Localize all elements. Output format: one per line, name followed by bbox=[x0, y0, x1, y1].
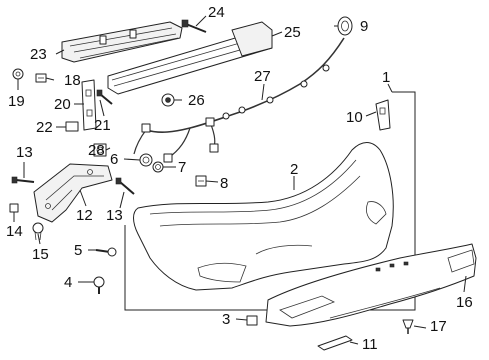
callout-4: 4 bbox=[64, 274, 72, 291]
part-13-screw-b bbox=[115, 177, 135, 195]
part-2-bumper-fascia bbox=[133, 142, 394, 291]
part-4-rivet bbox=[93, 276, 105, 294]
part-13-screw-a bbox=[11, 176, 35, 184]
callout-26: 26 bbox=[188, 92, 205, 109]
part-19-nut bbox=[12, 68, 24, 80]
callout-16: 16 bbox=[456, 294, 473, 311]
part-17-screw bbox=[402, 319, 414, 334]
part-22-clip bbox=[65, 121, 79, 132]
callout-14: 14 bbox=[6, 223, 23, 240]
callout-27: 27 bbox=[254, 68, 271, 85]
part-15-push-pin bbox=[32, 222, 44, 241]
callout-labels: 1 2 3 4 5 6 7 8 9 10 11 12 13 13 14 15 1… bbox=[6, 4, 473, 353]
part-27-harness bbox=[133, 37, 345, 163]
callout-22: 22 bbox=[36, 119, 53, 136]
part-12-bracket bbox=[33, 163, 113, 223]
part-24-bolt bbox=[181, 19, 207, 33]
assembly-bracket bbox=[124, 91, 416, 311]
callout-24: 24 bbox=[208, 4, 225, 21]
callout-25: 25 bbox=[284, 24, 301, 41]
part-28-sensor bbox=[93, 143, 107, 157]
callout-7: 7 bbox=[178, 159, 186, 176]
callout-1: 1 bbox=[382, 69, 390, 86]
callout-10: 10 bbox=[346, 109, 363, 126]
callout-8: 8 bbox=[220, 175, 228, 192]
callout-21: 21 bbox=[94, 117, 111, 134]
part-20-bracket bbox=[81, 79, 97, 131]
callout-13b: 13 bbox=[106, 207, 123, 224]
part-3-clip bbox=[246, 315, 258, 326]
callout-6: 6 bbox=[110, 151, 118, 168]
callout-17: 17 bbox=[430, 318, 447, 335]
callout-2: 2 bbox=[290, 161, 298, 178]
part-5-screw bbox=[95, 247, 117, 257]
callout-19: 19 bbox=[8, 93, 25, 110]
part-16-valance bbox=[265, 243, 477, 327]
part-18-clip bbox=[35, 73, 47, 83]
part-10-bracket bbox=[375, 99, 391, 131]
part-21-bolt bbox=[96, 89, 113, 105]
part-14-clip bbox=[9, 203, 19, 213]
callout-18: 18 bbox=[64, 72, 81, 89]
leader-lines bbox=[13, 15, 467, 345]
callout-12: 12 bbox=[76, 207, 93, 224]
callout-13a: 13 bbox=[16, 144, 33, 161]
part-11-reflector bbox=[317, 335, 353, 351]
callout-15: 15 bbox=[32, 246, 49, 263]
callout-9: 9 bbox=[360, 18, 368, 35]
callout-3: 3 bbox=[222, 311, 230, 328]
callout-20: 20 bbox=[54, 96, 71, 113]
callout-28: 28 bbox=[88, 142, 105, 159]
part-8-retainer bbox=[195, 175, 207, 187]
callout-23: 23 bbox=[30, 46, 47, 63]
callout-5: 5 bbox=[74, 242, 82, 259]
part-26-clip bbox=[161, 93, 175, 107]
part-6-sensor bbox=[139, 153, 153, 167]
part-23-bracket bbox=[61, 21, 183, 63]
part-25-impact-bar bbox=[107, 21, 273, 95]
part-9-grommet bbox=[337, 16, 353, 36]
part-7-ring bbox=[152, 161, 164, 173]
callout-11: 11 bbox=[362, 336, 378, 353]
